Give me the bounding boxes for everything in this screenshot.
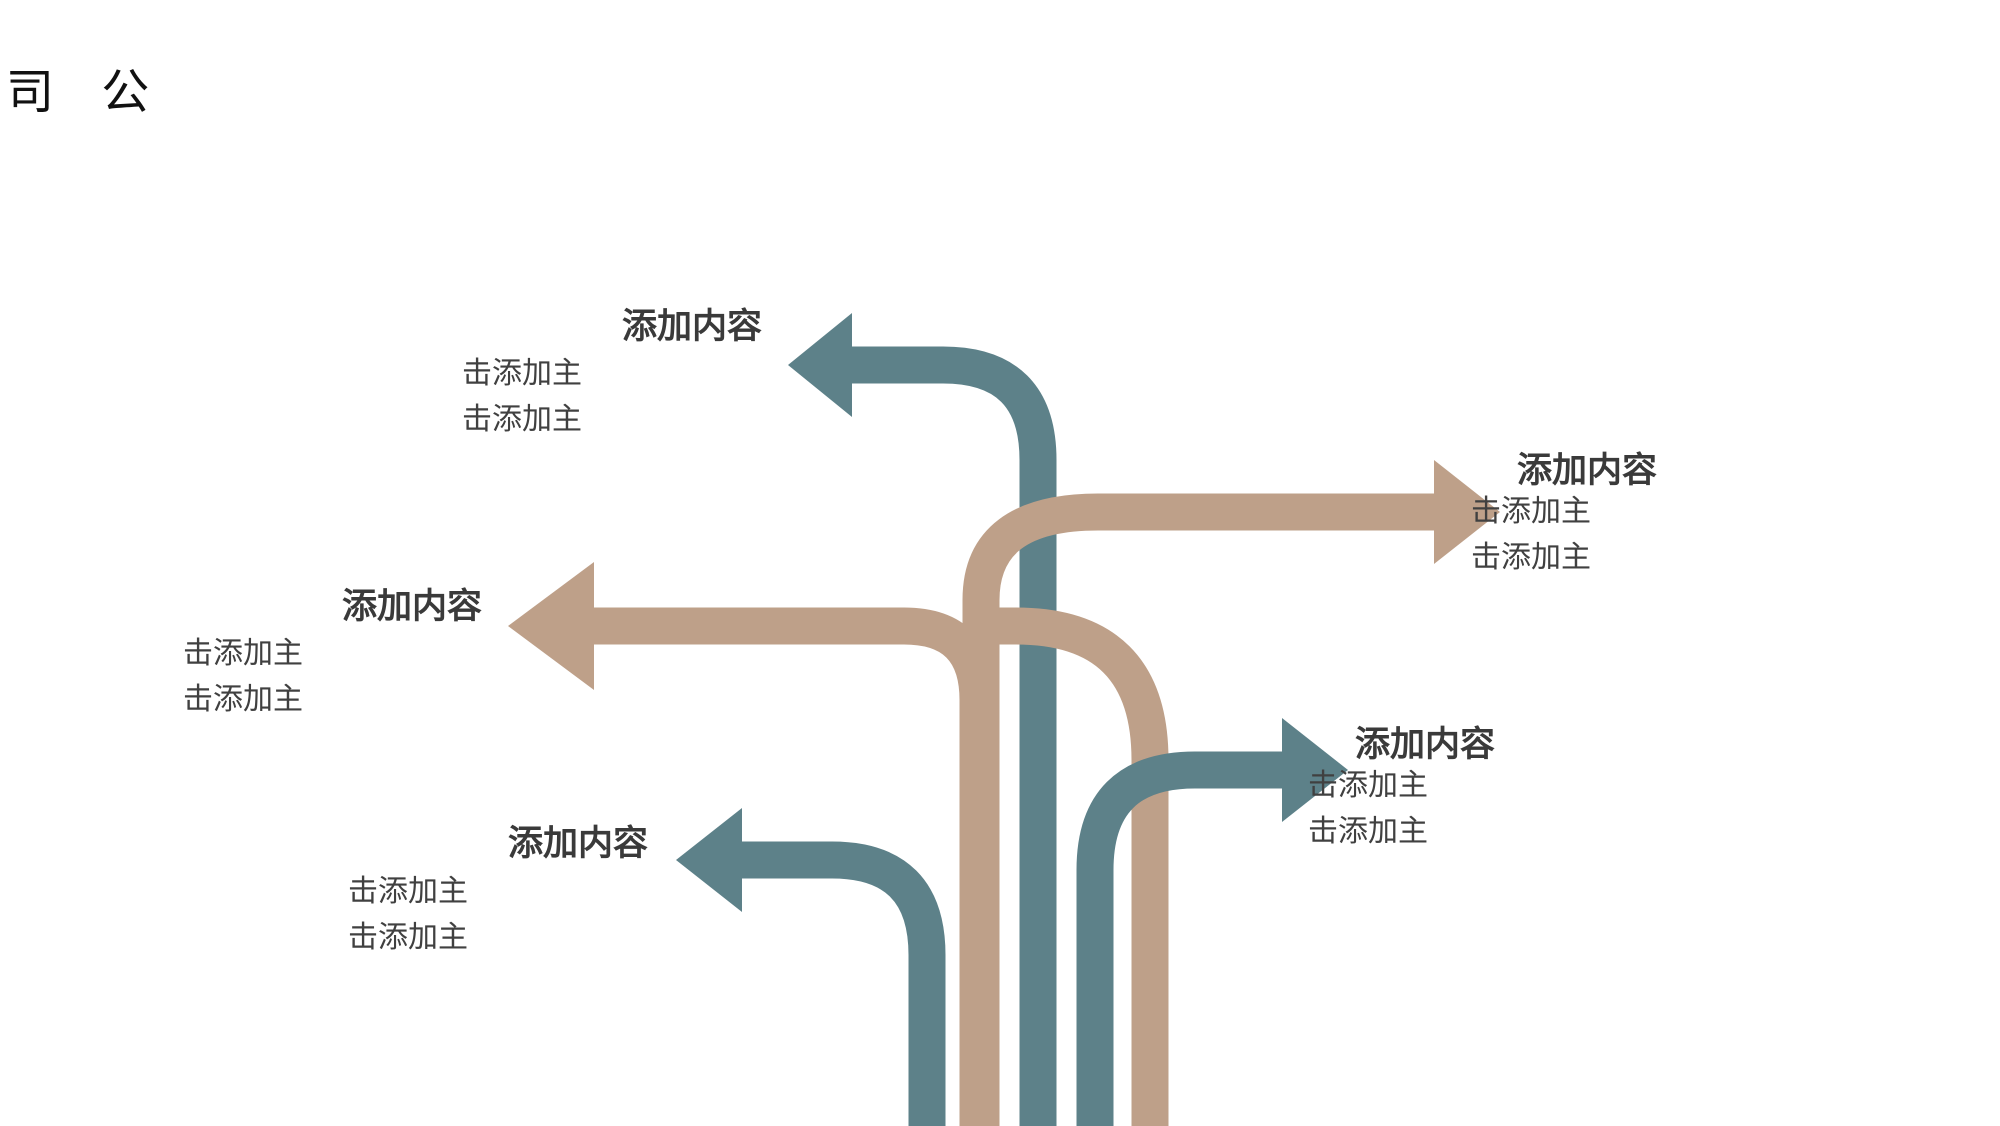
- block-5-line-2: 击添加主: [348, 920, 468, 955]
- block-2-line-1: 击添加主: [1471, 494, 1591, 529]
- arrow-teal-lower-right: [1076, 751, 1282, 1126]
- block-1-heading: 添加内容: [622, 307, 763, 347]
- arrowhead-tan-up-right: [1434, 460, 1500, 564]
- block-1-line-1: 击添加主: [462, 356, 582, 391]
- block-4-line-1: 击添加主: [1308, 768, 1428, 803]
- block-4-heading: 添加内容: [1355, 725, 1496, 765]
- block-1-line-2: 击添加主: [462, 402, 582, 437]
- arrow-tan-up-right: [962, 493, 1434, 1126]
- block-5-heading: 添加内容: [508, 824, 649, 864]
- block-3-heading: 添加内容: [342, 587, 483, 627]
- arrow-teal-lower-left: [742, 841, 946, 1126]
- arrowhead-teal-lower-left: [676, 808, 742, 912]
- block-3-line-2: 击添加主: [183, 682, 303, 717]
- block-4-line-2: 击添加主: [1308, 814, 1428, 849]
- company-title: 司 公: [6, 64, 166, 120]
- arrow-teal-up-left: [852, 346, 1057, 1126]
- arrowhead-teal-up-left: [788, 313, 852, 417]
- block-5-line-1: 击添加主: [348, 874, 468, 909]
- block-2-line-2: 击添加主: [1471, 540, 1591, 575]
- block-3-line-1: 击添加主: [183, 636, 303, 671]
- block-2-heading: 添加内容: [1517, 451, 1658, 491]
- arrowhead-tan-left: [508, 562, 594, 690]
- arrowhead-teal-lower-right: [1282, 718, 1348, 822]
- arrow-tan-right: [978, 607, 1169, 1126]
